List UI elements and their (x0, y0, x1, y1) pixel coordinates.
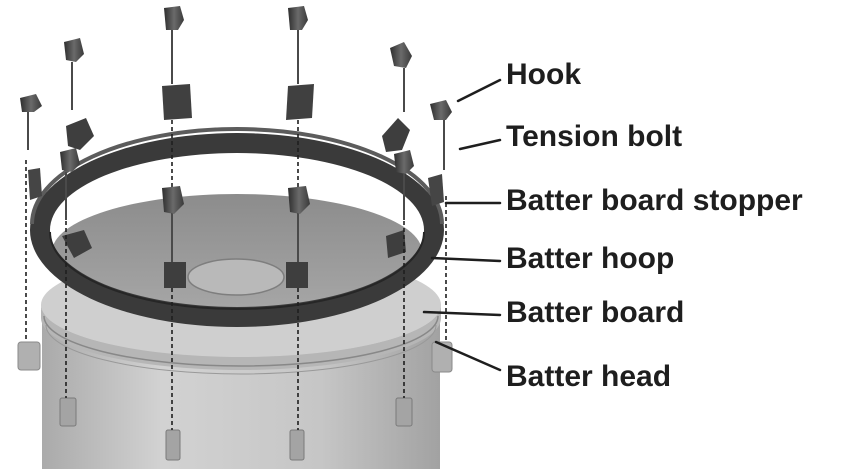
upper-hardware (20, 6, 452, 170)
hook-10 (394, 150, 414, 220)
hook-1 (20, 94, 42, 150)
hook-3 (162, 6, 192, 120)
hook-2 (64, 38, 84, 110)
batter-head-label: Batter head (506, 360, 672, 393)
hook-5 (390, 42, 412, 112)
batter-board-stopper-label: Batter board stopper (506, 184, 803, 217)
hook-label: Hook (506, 58, 581, 91)
tension-bolt-label: Tension bolt (506, 120, 683, 153)
hook-9 (288, 186, 310, 262)
hook-8 (162, 186, 184, 262)
batter-hoop-label: Batter hoop (506, 242, 675, 275)
batter-hoop (30, 127, 444, 327)
batter-board-stoppers (28, 118, 444, 288)
leader-lines (422, 78, 502, 372)
hook-6 (430, 100, 452, 170)
batter-board-label: Batter board (506, 296, 685, 329)
hook-4 (286, 6, 314, 120)
batter-board (52, 194, 422, 310)
hook-7 (60, 148, 80, 220)
front-hardware (60, 148, 414, 262)
